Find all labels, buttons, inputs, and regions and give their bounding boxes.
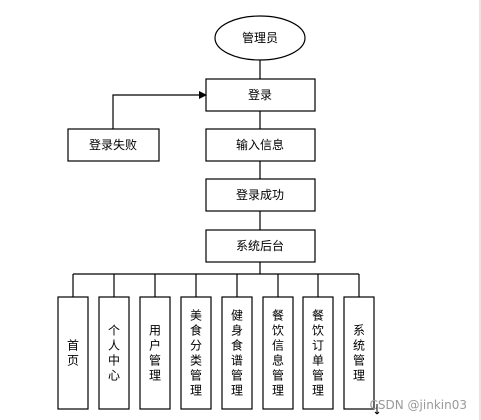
module-box-home xyxy=(57,296,89,410)
login-success-label: 登录成功 xyxy=(236,187,284,202)
input-info-label: 输入信息 xyxy=(236,137,284,152)
module-box-fitness-recipe xyxy=(221,296,253,410)
connector-fail-loop xyxy=(112,91,207,129)
module-box-dining-order xyxy=(302,296,334,410)
module-label-system-management: 系统管理 xyxy=(353,324,365,383)
module-box-food-category xyxy=(180,296,212,410)
module-label-dining-info: 餐饮信息管理 xyxy=(272,308,284,398)
backend-label: 系统后台 xyxy=(236,238,284,253)
module-label-personal-center: 个人中心 xyxy=(108,324,120,383)
login-label: 登录 xyxy=(248,87,272,102)
cursor-icon xyxy=(374,404,380,415)
login-success-node xyxy=(205,178,316,212)
login-node xyxy=(205,78,316,112)
module-label-food-category: 美食分类管理 xyxy=(190,309,202,398)
module-label-dining-order: 餐饮订单管理 xyxy=(312,308,324,398)
login-fail-node xyxy=(67,128,160,162)
module-label-user-management: 用户管理 xyxy=(149,324,161,383)
login-fail-label: 登录失败 xyxy=(89,137,137,152)
module-label-fitness-recipe: 健身食谱管理 xyxy=(231,309,243,398)
module-box-personal-center xyxy=(98,296,130,410)
admin-label: 管理员 xyxy=(242,30,278,45)
watermark: CSDN @jinkin03 xyxy=(370,398,467,412)
module-box-user-management xyxy=(139,296,171,410)
module-box-system-management xyxy=(343,296,375,410)
module-label-home: 首页 xyxy=(67,339,79,368)
scrollbar[interactable] xyxy=(479,0,481,420)
module-box-dining-info xyxy=(262,296,294,410)
